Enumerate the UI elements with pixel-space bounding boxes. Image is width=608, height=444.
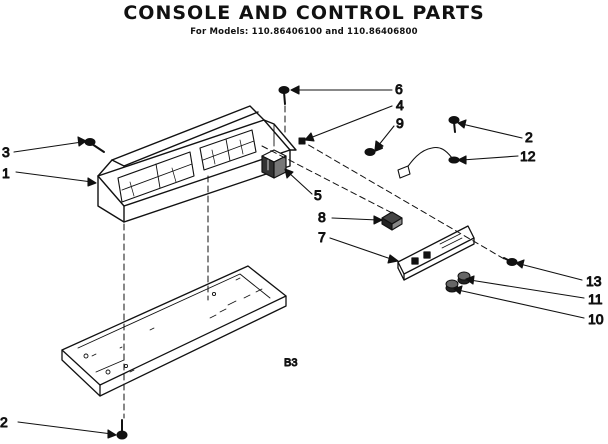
callout-10: 10 [588,311,604,327]
callout-4: 4 [396,97,404,113]
screw-part-9 [364,147,383,156]
screw-part-3 [84,138,105,153]
diagram-subtitle: For Models: 110.86406100 and 110.8640680… [190,27,418,37]
screw-part-13 [503,257,518,266]
callout-13: 13 [586,273,602,289]
knob-part-11 [457,271,471,285]
callout-6: 6 [395,81,403,97]
screw-part-6 [278,86,290,105]
figure-code: B3 [284,357,297,369]
switch-part-8 [381,211,403,231]
wire-harness [397,146,460,179]
callout-2-top: 2 [525,129,533,145]
diagram-title: CONSOLE AND CONTROL PARTS [123,2,485,24]
callout-3: 3 [2,144,10,160]
callout-2-bottom: 2 [0,414,8,430]
callout-12: 12 [520,148,536,164]
callout-7: 7 [318,229,326,245]
callout-5: 5 [314,187,322,203]
timer-part [261,149,287,179]
assembly-lines [123,105,507,419]
leader-arrows [13,85,585,439]
callout-9: 9 [396,115,404,131]
callout-8: 8 [318,209,326,225]
callout-11: 11 [588,291,603,307]
screw-part-2-top [448,116,460,133]
screw-part-2-bottom [116,419,128,440]
washer-top-panel [61,265,287,397]
callout-1: 1 [2,165,10,181]
